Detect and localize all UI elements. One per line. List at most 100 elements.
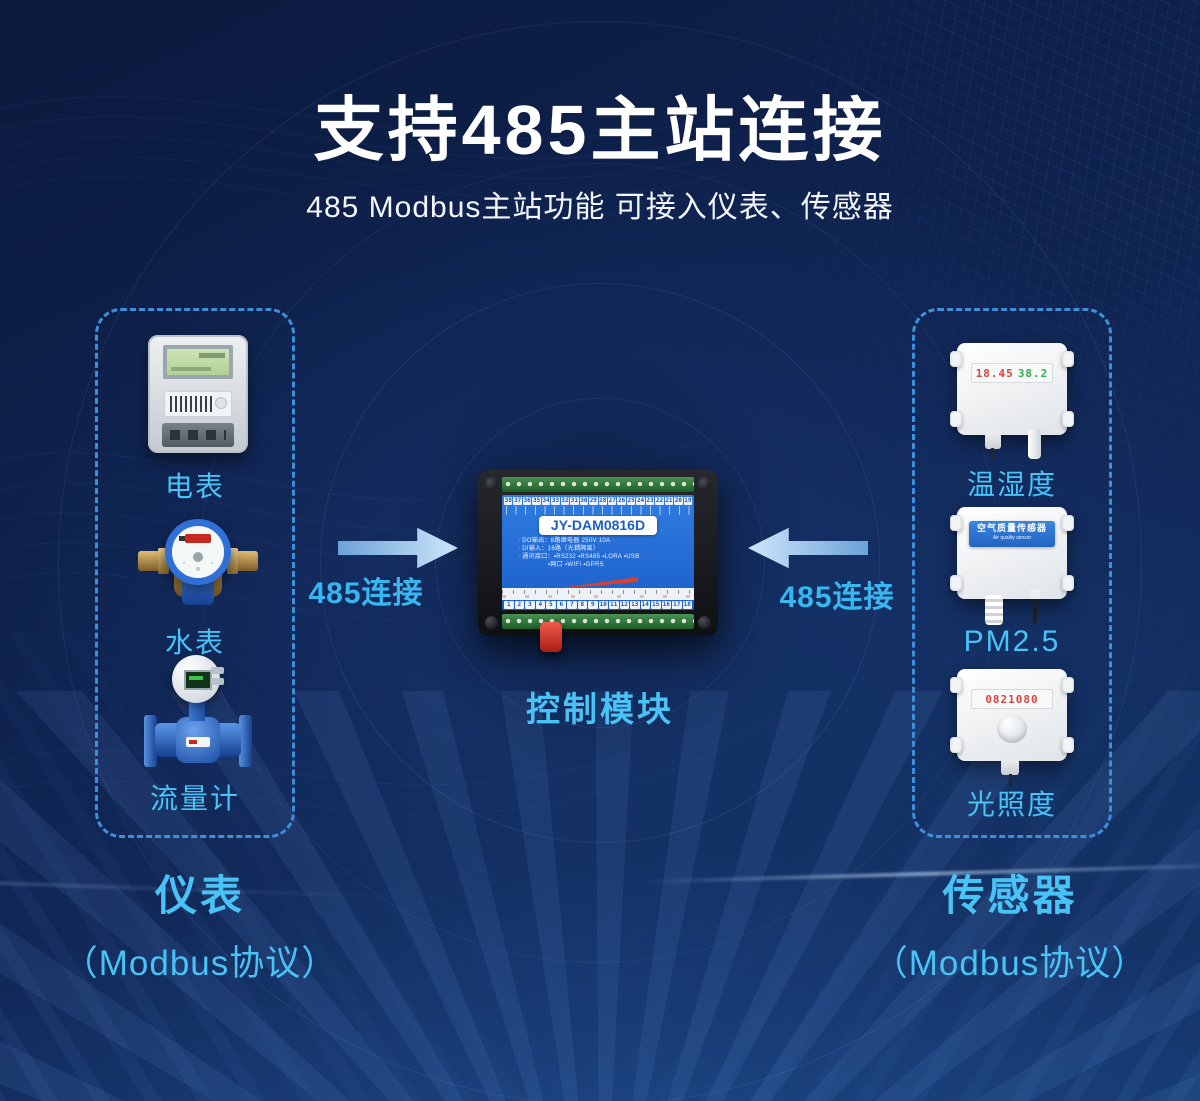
temp-humidity-display: 18.45 38.2 — [971, 363, 1053, 383]
water-meter-pipe-right — [236, 551, 258, 571]
terminal-number: 38 — [504, 497, 513, 505]
water-meter-nut-right — [227, 548, 238, 574]
flow-meter-tag — [186, 737, 210, 747]
light-sensor-display: 0821080 — [971, 689, 1053, 709]
page-subtitle: 485 Modbus主站功能 可接入仪表、传感器 — [306, 191, 894, 224]
terminal-number: 23 — [645, 497, 655, 505]
flow-meter-flange-left — [144, 715, 157, 767]
module-red-component — [540, 622, 562, 652]
terminal-number: 29 — [589, 497, 598, 505]
terminal-number: 33 — [551, 497, 560, 505]
terminal-number: 15 — [651, 601, 661, 609]
sensor-probe — [1028, 429, 1041, 459]
right-connection-label: 485连接 — [779, 581, 895, 614]
electric-meter-image — [148, 335, 248, 453]
terminal-number: 6 — [556, 601, 566, 609]
module-pin-ticks — [506, 506, 690, 515]
module-io-label-row — [502, 588, 694, 600]
sensor-mount-ears — [950, 737, 1074, 753]
terminal-number: 28 — [598, 497, 607, 505]
module-screw — [698, 477, 711, 490]
terminal-number: 7 — [567, 601, 577, 609]
air-quality-band-en: Air quality sensor — [992, 535, 1032, 541]
sensors-protocol-caption: （Modbus协议） — [872, 944, 1148, 983]
terminal-number: 35 — [532, 497, 541, 505]
meters-protocol-caption: （Modbus协议） — [62, 944, 338, 983]
sensor-mount-ears — [950, 575, 1074, 591]
terminal-number: 20 — [674, 497, 683, 505]
sensor-antenna — [1030, 589, 1040, 623]
terminal-number: 12 — [619, 601, 629, 609]
terminal-number: 24 — [636, 497, 645, 505]
sensors-panel: 18.45 38.2 温湿度 空气质量传感器 Air quality senso… — [912, 308, 1112, 838]
module-model-badge: JY-DAM0816D — [538, 516, 658, 535]
terminal-number: 30 — [579, 497, 589, 505]
sensor-mount-ears — [950, 515, 1074, 531]
terminal-number: 5 — [546, 601, 556, 609]
terminal-number: 17 — [672, 601, 682, 609]
flow-meter-flange-right — [239, 715, 252, 767]
label-electric-meter: 电表 — [164, 471, 225, 502]
label-pm25: PM2.5 — [963, 625, 1061, 658]
label-temp-humidity: 温湿度 — [966, 469, 1057, 500]
flow-meter-connectors — [211, 667, 224, 674]
sensor-mount-ears — [950, 677, 1074, 693]
temp-humidity-sensor-image: 18.45 38.2 — [950, 343, 1074, 461]
arrow-left-to-module — [338, 527, 458, 569]
sensor-mount-ears — [950, 411, 1074, 427]
label-light-intensity: 光照度 — [966, 789, 1057, 820]
meters-caption: 仪表 — [154, 872, 245, 919]
terminal-number: 26 — [617, 497, 626, 505]
terminal-number: 1 — [504, 601, 514, 609]
module-terminal-strip-top — [502, 477, 694, 492]
module-model-badge-row: JY-DAM0816D — [502, 516, 694, 535]
temp-reading: 18.45 — [975, 366, 1014, 380]
terminal-number: 21 — [664, 497, 674, 505]
module-screw — [485, 616, 498, 629]
terminal-number: 3 — [525, 601, 535, 609]
left-connection-label: 485连接 — [308, 577, 424, 610]
module-screw — [698, 616, 711, 629]
module-spec-line: · DO输出：8路继电器 250V 10A — [518, 538, 611, 544]
electric-meter-terminal-cover — [162, 423, 234, 447]
sensor-probe — [985, 595, 1003, 625]
module-spec-line: ▪网口 ▪WIFI ▪GPRS — [548, 562, 604, 568]
terminal-number: 22 — [655, 497, 664, 505]
terminal-number: 32 — [560, 497, 570, 505]
module-spec-line: · DI输入：16路（光耦隔离） — [518, 546, 600, 552]
water-meter-dial — [165, 519, 231, 585]
sensors-caption: 传感器 — [942, 872, 1078, 919]
meters-caption-block: 仪表 （Modbus协议） — [0, 862, 400, 986]
water-meter-image — [138, 519, 258, 609]
lux-reading: 0821080 — [985, 692, 1039, 706]
terminal-number: 4 — [535, 601, 545, 609]
terminal-number: 8 — [577, 601, 587, 609]
water-meter-pipe-left — [138, 551, 160, 571]
terminal-number: 37 — [513, 497, 522, 505]
cable-gland — [1001, 759, 1019, 787]
terminal-number: 36 — [522, 497, 532, 505]
terminal-number: 18 — [682, 601, 692, 609]
terminal-number: 16 — [661, 601, 671, 609]
module-terminal-strip-bottom — [502, 614, 694, 629]
terminal-number: 19 — [683, 497, 693, 505]
light-sensor-dome — [997, 715, 1027, 743]
sensor-mount-ears — [950, 351, 1074, 367]
air-quality-band-cn: 空气质量传感器 — [976, 523, 1047, 533]
terminal-number: 14 — [640, 601, 650, 609]
electric-meter-lcd — [163, 345, 233, 379]
terminal-number: 25 — [626, 497, 636, 505]
humidity-reading: 38.2 — [1017, 366, 1049, 380]
terminal-number: 2 — [514, 601, 524, 609]
terminal-number: 10 — [598, 601, 608, 609]
label-flow-meter: 流量计 — [149, 783, 240, 814]
label-water-meter: 水表 — [164, 627, 225, 658]
arrow-right-to-module — [748, 527, 868, 569]
module-screw — [485, 477, 498, 490]
terminal-number: 9 — [588, 601, 598, 609]
